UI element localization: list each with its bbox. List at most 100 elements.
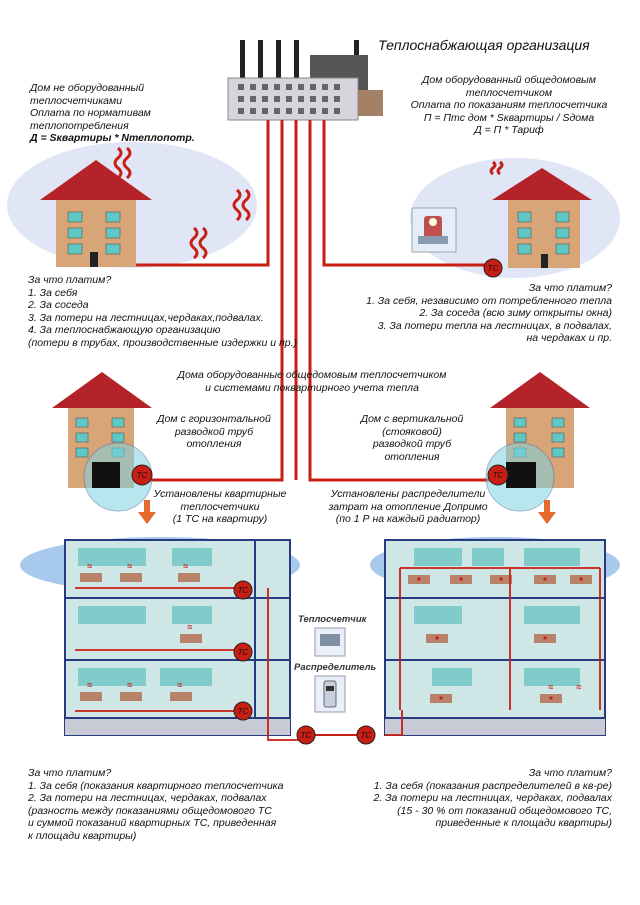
right-install-note: Установлены распределители затрат на ото… — [318, 488, 498, 526]
top-right-info: Дом оборудованный общедомовым теплосчетч… — [404, 74, 614, 137]
left-question-item: 1. За себя — [28, 286, 78, 299]
svg-text:≈: ≈ — [127, 561, 132, 571]
meter-badge — [483, 258, 503, 278]
right-question-title: За что платим? — [528, 282, 612, 294]
left-question-item: 3. За потери на лестницах,чердаках,подва… — [28, 311, 264, 324]
left-house-caption-line: отопления — [186, 438, 242, 450]
svg-text:≈: ≈ — [87, 561, 92, 571]
right-install-line: затрат на отопление Допримо — [328, 500, 488, 513]
left-question-title: За что платим? — [28, 274, 112, 286]
middle-heading: Дома оборудованные общедомовым теплосчет… — [150, 369, 474, 394]
meter-badge-label: ТС — [238, 707, 249, 716]
right-house-caption: Дом с вертикальной (стояковой) разводкой… — [344, 413, 480, 463]
top-right-line: Оплата по показаниям теплосчетчика — [410, 99, 608, 111]
top-left-line: Оплата по нормативам — [30, 107, 151, 119]
page-title: Теплоснабжающая организация — [378, 37, 590, 53]
house-horizontal-icon — [52, 372, 153, 512]
left-question-item: 4. За теплоснабжающую организацию — [28, 324, 221, 336]
svg-text:≈: ≈ — [87, 680, 92, 690]
top-left-line: теплосчетчиками — [30, 94, 123, 107]
left-question-item: 2. За соседа — [28, 299, 89, 311]
left-install-line: теплосчетчики — [180, 500, 260, 513]
legend-meter-icon — [314, 627, 346, 657]
right-install-line: Установлены распределители — [330, 488, 486, 500]
top-left-line: Дом не оборудованный — [30, 82, 145, 94]
bottom-right-item: 1. За себя (показания распределителей в … — [373, 779, 612, 792]
meter-badge-label: ТС — [137, 471, 148, 480]
boiler-house-icon — [227, 40, 383, 121]
svg-text:≈: ≈ — [177, 680, 182, 690]
meter-badge — [233, 701, 253, 721]
svg-text:≈: ≈ — [127, 680, 132, 690]
meter-badge — [296, 725, 316, 745]
meter-badge — [233, 642, 253, 662]
right-house-caption-line: отопления — [384, 450, 440, 463]
bottom-left-title: За что платим? — [28, 767, 112, 779]
vertical-building-section: ≈≈ — [370, 537, 620, 736]
middle-heading-line: и системами поквартирного учета тепла — [205, 381, 419, 394]
meter-badge — [233, 580, 253, 600]
bottom-right-title: За что платим? — [528, 767, 612, 779]
right-question-item: 2. За соседа (всю зиму открыты окна) — [419, 307, 612, 319]
meter-badge-label: ТС — [238, 586, 249, 595]
bottom-right-item: приведенные к площади квартиры) — [435, 817, 612, 829]
top-right-formula: Д = П * Тариф — [474, 124, 544, 136]
horizontal-building-section: ≈ ≈ ≈ ≈ ≈ ≈ ≈ — [20, 537, 305, 741]
svg-text:≈: ≈ — [183, 561, 188, 571]
legend-distributor-icon — [314, 675, 346, 713]
meter-badge-label: ТС — [493, 471, 504, 480]
bottom-left-question: За что платим? 1. За себя (показания ква… — [28, 767, 283, 842]
meter-badge-label: ТС — [488, 264, 499, 273]
bottom-right-item: 2. За потери на лестницах, чердаках, под… — [373, 792, 612, 804]
legend-distributor-label: Распределитель — [294, 662, 377, 673]
heat-pipes — [128, 120, 498, 482]
middle-heading-line: Дома оборудованные общедомовым теплосчет… — [177, 369, 447, 381]
heat-meter-device-icon — [411, 207, 457, 253]
bottom-right-item: (15 - 30 % от показаний общедомового ТС, — [397, 804, 612, 817]
house-vertical-icon — [485, 372, 590, 512]
meter-badge — [487, 464, 509, 486]
meter-badge-label: ТС — [301, 731, 312, 740]
meter-badges: ТС ТС ТС ТС ТС ТС ТС ТС — [131, 258, 509, 745]
house-with-meter-icon — [492, 168, 592, 268]
meter-badge-label: ТС — [238, 648, 249, 657]
bottom-left-item: 2. За потери на лестницах, чердаках, под… — [28, 792, 267, 804]
bottom-left-item: и суммой показаний квартирных ТС, привед… — [28, 817, 277, 829]
top-right-line: Дом оборудованный общедомовым — [422, 74, 596, 86]
left-install-note: Установлены квартирные теплосчетчики (1 … — [140, 488, 300, 526]
left-question-list: За что платим? 1. За себя 2. За соседа 3… — [28, 274, 297, 349]
svg-text:≈: ≈ — [548, 682, 553, 692]
right-house-caption-line: разводкой труб — [372, 438, 452, 450]
svg-text:≈: ≈ — [576, 682, 581, 692]
left-install-line: Установлены квартирные — [153, 488, 287, 500]
top-left-line: теплопотребления — [30, 119, 129, 132]
left-install-line: (1 ТС на квартиру) — [172, 513, 268, 525]
right-question-item: 3. За потери тепла на лестницах, в подва… — [377, 319, 612, 332]
right-house-caption-line: Дом с вертикальной — [360, 413, 464, 425]
left-house-caption-line: разводкой труб — [174, 425, 254, 438]
right-install-line: (по 1 Р на каждый радиатор) — [335, 513, 481, 525]
bottom-left-item: (разность между показаниями общедомового… — [28, 804, 272, 817]
bottom-left-item: к площади квартиры) — [28, 829, 137, 842]
top-left-formula: Д = Sквартиры * Nтеплопотр. — [30, 132, 195, 144]
down-arrow-icon — [138, 500, 556, 524]
bottom-right-question: За что платим? 1. За себя (показания рас… — [330, 767, 612, 830]
left-question-item: (потери в трубах, производственные издер… — [28, 336, 298, 349]
house-no-meter-icon — [40, 160, 152, 267]
top-right-formula: П = Пmc дом * Sквартиры / Sдома — [423, 111, 595, 124]
legend-meter-label: Теплосчетчик — [298, 614, 367, 625]
left-house-caption-line: Дом с горизонтальной — [157, 413, 271, 425]
top-right-line: теплосчетчиком — [465, 86, 553, 99]
right-question-item: на чердаках и пр. — [526, 332, 612, 344]
top-left-info: Дом не оборудованный теплосчетчиками Опл… — [30, 82, 195, 145]
left-house-caption: Дом с горизонтальной разводкой труб отоп… — [152, 413, 276, 451]
right-question-list: За что платим? 1. За себя, независимо от… — [330, 282, 612, 345]
meter-badge-label: ТС — [361, 731, 372, 740]
meter-badge — [131, 464, 153, 486]
heat-loss-waves-icon — [113, 146, 504, 260]
right-question-item: 1. За себя, независимо от потребленного … — [366, 294, 612, 307]
bottom-left-item: 1. За себя (показания квартирного теплос… — [28, 779, 284, 792]
svg-text:≈: ≈ — [187, 622, 192, 632]
right-house-caption-line: (стояковой) — [382, 425, 442, 438]
